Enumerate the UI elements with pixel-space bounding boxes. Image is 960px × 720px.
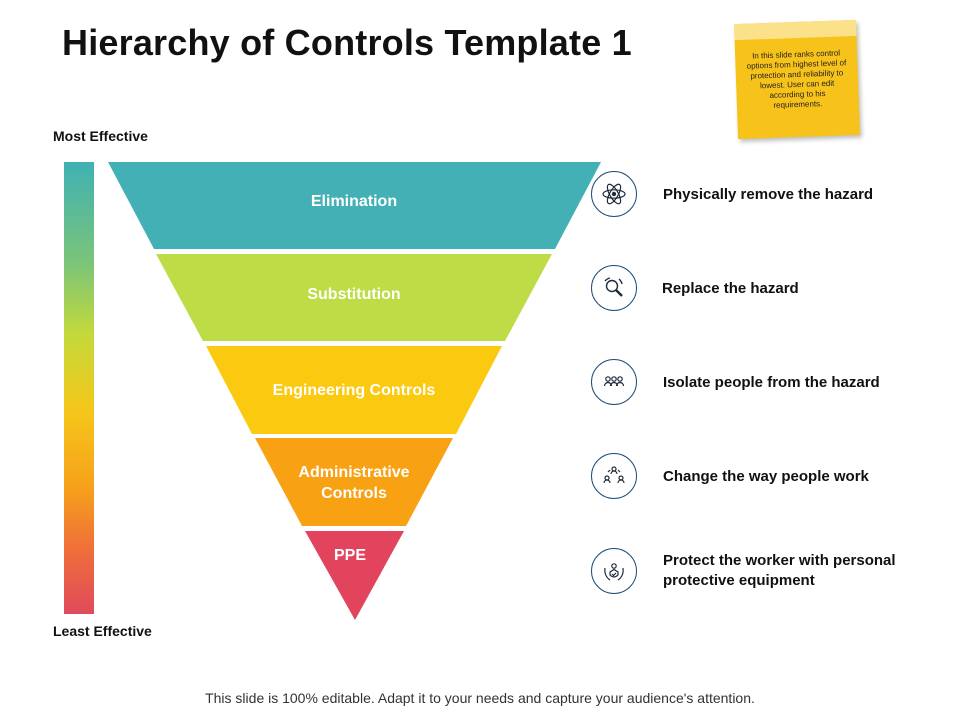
level-ppe-shape: [305, 531, 404, 620]
effectiveness-gradient-bar: [64, 162, 94, 614]
level-elimination-shape: [108, 162, 601, 249]
description-administrative-controls: Change the way people work: [663, 468, 869, 485]
level-administrative-controls-shape: [255, 438, 453, 526]
atom-icon: [591, 171, 637, 217]
level-label-administrative-controls: Administrative Controls: [298, 464, 410, 502]
description-ppe: Protect the worker with personal protect…: [663, 552, 896, 589]
footer-note: This slide is 100% editable. Adapt it to…: [205, 690, 755, 706]
page-title: Hierarchy of Controls Template 1: [62, 22, 632, 63]
description-engineering-controls: Isolate people from the hazard: [663, 374, 880, 391]
level-label-elimination: Elimination: [310, 193, 398, 210]
level-engineering-controls-shape: [206, 346, 502, 434]
level-substitution-shape: [156, 254, 552, 341]
description-substitution: Replace the hazard: [662, 280, 799, 297]
most-effective-label: Most Effective: [53, 128, 148, 144]
level-label-ppe: PPE: [333, 547, 366, 564]
people-exchange-icon: [591, 453, 637, 499]
level-label-engineering-controls: Engineering Controls: [272, 382, 436, 399]
protective-shield-icon: [591, 548, 637, 594]
people-group-icon: [591, 359, 637, 405]
description-elimination: Physically remove the hazard: [663, 186, 874, 203]
magnifier-refresh-icon: [591, 265, 637, 311]
level-label-substitution: Substitution: [307, 286, 401, 303]
least-effective-label: Least Effective: [53, 623, 152, 639]
